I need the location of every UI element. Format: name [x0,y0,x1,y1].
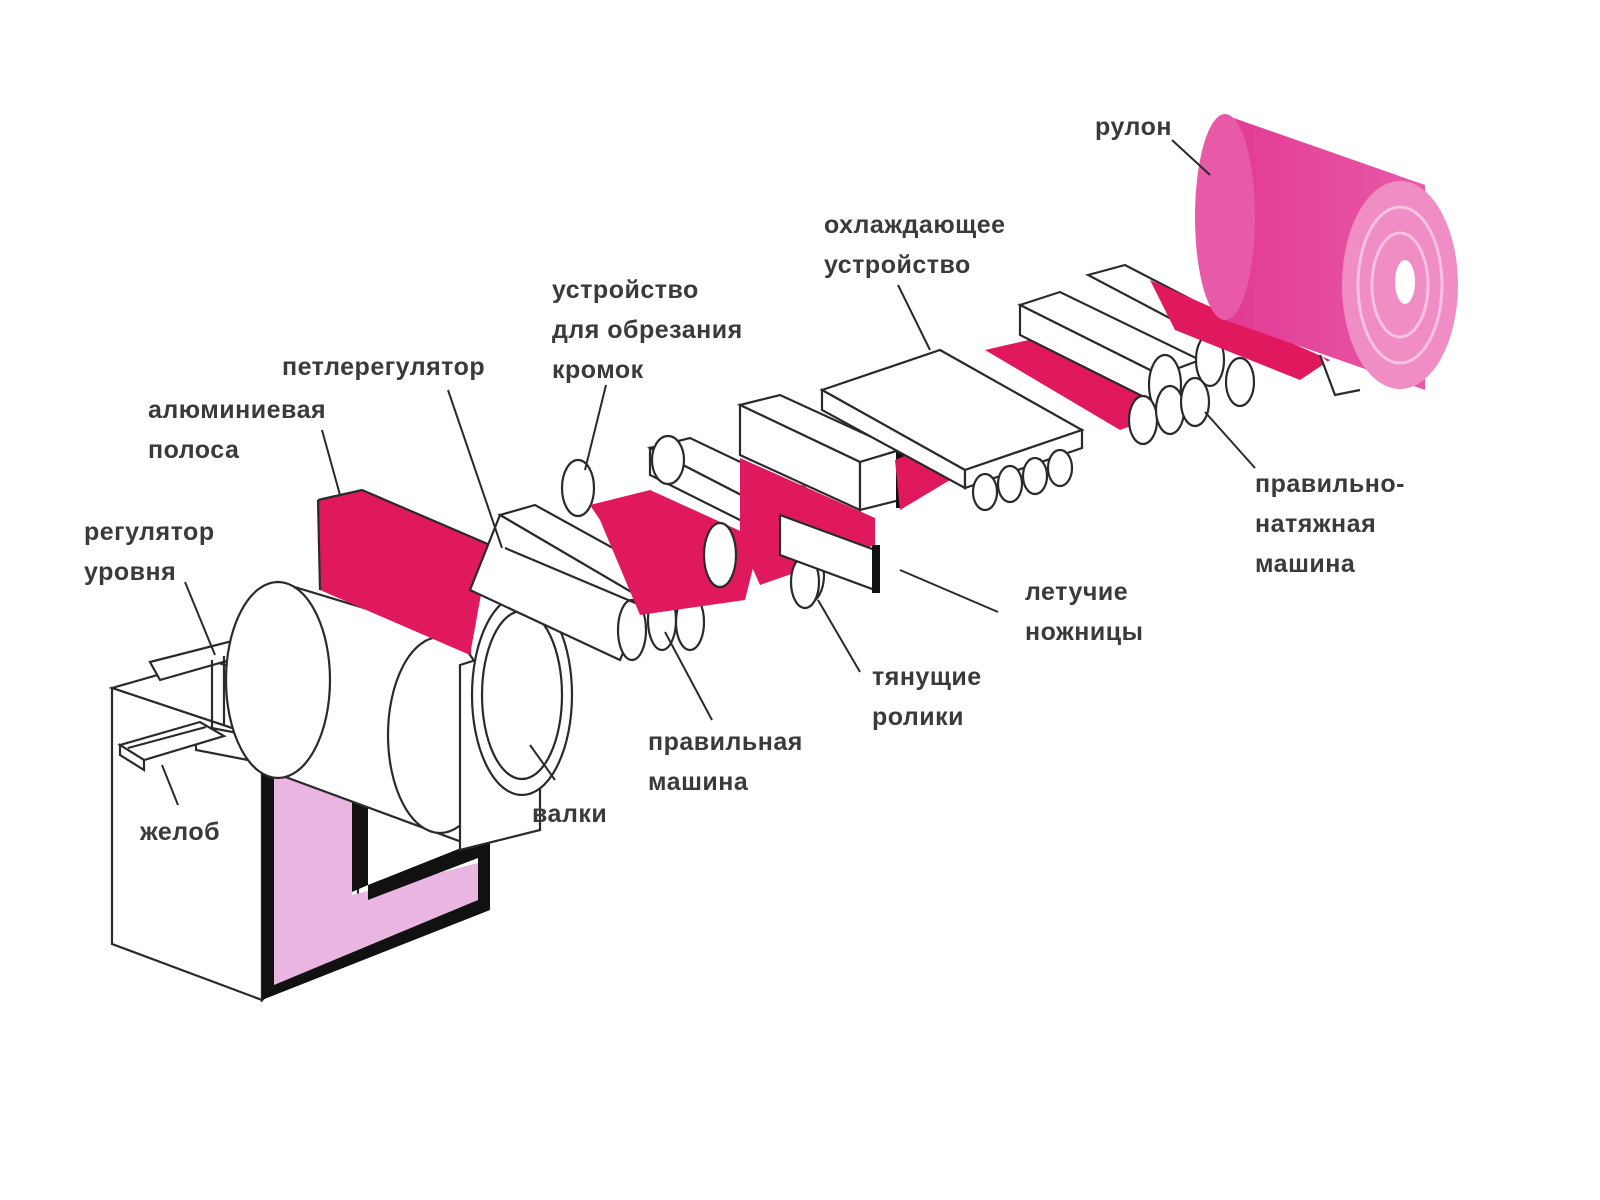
label-tension-leveler: правильно- натяжная машина [1255,470,1412,578]
label-coil: рулон [1095,113,1172,141]
label-edge-trimmer: устройство для обрезания кромок [552,276,750,384]
strip-segment-5 [1150,280,1330,380]
label-level-regulator: регулятор уровня [84,518,222,586]
flying-shears [736,393,904,593]
label-trough: желоб [139,818,220,846]
label-flying-shears: летучие ножницы [1025,578,1143,646]
label-pulling-rollers: тянущие ролики [872,663,989,731]
label-straightening-machine: правильная машина [648,728,810,796]
label-rolls: валки [532,800,607,828]
trough [117,720,227,772]
aluminum-strip-section [316,488,491,655]
coil [1195,114,1458,397]
strip-segment-4 [985,335,1175,430]
label-aluminum-strip: алюминиевая полоса [148,396,334,464]
label-cooling-device: охлаждающее устройство [824,211,1013,279]
cooling-device [819,348,1085,512]
label-loop-regulator: петлерегулятор [282,353,485,381]
leader-lines [161,139,1256,806]
casting-rolls [224,580,574,852]
